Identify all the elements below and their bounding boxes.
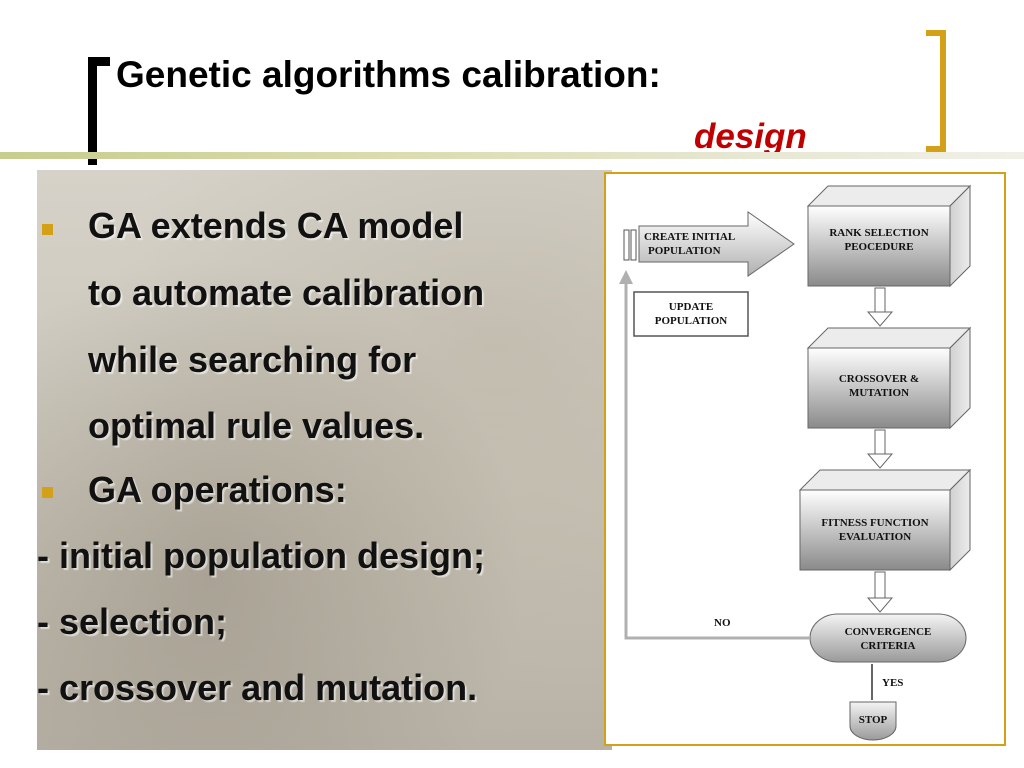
- convergence-label-line-2: CRITERIA: [860, 640, 915, 652]
- down-arrow: [866, 429, 894, 469]
- stop-node: STOP: [849, 701, 897, 741]
- fitness-label-line-1: FITNESS FUNCTION: [821, 517, 928, 529]
- dash-item-2: - selection;: [37, 601, 228, 642]
- right-bracket: [926, 30, 946, 152]
- start-bar-icon: [630, 229, 637, 261]
- dash-item-1: - initial population design;: [37, 535, 485, 576]
- create-label-line-1: CREATE INITIAL: [644, 231, 735, 243]
- convergence-criteria-node: CONVERGENCE CRITERIA: [809, 613, 967, 663]
- down-arrow: [866, 287, 894, 327]
- ga-flowchart: CREATE INITIAL POPULATION RANK SELECTION…: [604, 172, 1006, 746]
- bullet-marker: [42, 487, 53, 498]
- fitness-label-line-2: EVALUATION: [839, 531, 911, 543]
- fitness-evaluation-box: FITNESS FUNCTION EVALUATION: [798, 468, 972, 572]
- bullet-1-line-3: while searching for: [88, 339, 417, 380]
- create-label-line-2: POPULATION: [648, 245, 721, 257]
- update-label-line-2: POPULATION: [655, 315, 728, 327]
- bullet-2-line-1: GA operations:: [88, 469, 347, 510]
- update-population-box: UPDATE POPULATION: [633, 291, 749, 337]
- bullet-1-line-4: optimal rule values.: [88, 405, 425, 446]
- bullet-marker: [42, 224, 53, 235]
- start-bar-icon: [623, 229, 630, 261]
- update-label-line-1: UPDATE: [669, 301, 713, 313]
- slide-title: Genetic algorithms calibration:: [116, 54, 661, 95]
- create-population-arrow: CREATE INITIAL POPULATION: [638, 211, 795, 277]
- no-loop-arrow: [619, 270, 810, 640]
- header-bar: [0, 152, 1024, 159]
- flowchart-svg: CREATE INITIAL POPULATION RANK SELECTION…: [619, 184, 972, 741]
- dash-item-3: - crossover and mutation.: [37, 667, 478, 708]
- bullet-1-line-2: to automate calibration: [88, 272, 485, 313]
- no-label: NO: [714, 617, 731, 629]
- crossover-label-line-1: CROSSOVER &: [839, 373, 919, 385]
- rank-label-line-1: RANK SELECTION: [829, 227, 928, 239]
- content-background: [37, 170, 612, 750]
- down-arrow: [866, 571, 894, 613]
- crossover-label-line-2: MUTATION: [849, 387, 909, 399]
- rank-label-line-2: PEOCEDURE: [844, 241, 913, 253]
- rank-selection-box: RANK SELECTION PEOCEDURE: [806, 184, 972, 288]
- convergence-label-line-1: CONVERGENCE: [845, 626, 932, 638]
- bullet-1-line-1: GA extends CA model: [88, 205, 464, 246]
- yes-label: YES: [882, 677, 903, 689]
- stop-label: STOP: [859, 714, 888, 726]
- left-bracket: [88, 57, 110, 165]
- slide-subtitle: design: [694, 117, 807, 156]
- crossover-mutation-box: CROSSOVER & MUTATION: [806, 326, 972, 430]
